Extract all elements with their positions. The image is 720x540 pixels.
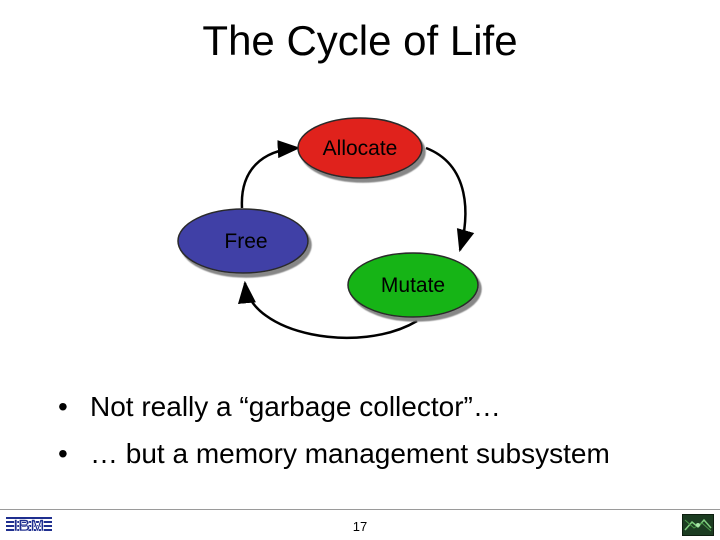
ibm-logo: IBM [6, 516, 52, 535]
bullet-text: … but a memory management subsystem [90, 438, 610, 469]
bullet-list: • Not really a “garbage collector”… • … … [58, 383, 708, 477]
node-free-label: Free [224, 230, 267, 253]
page-number: 17 [352, 519, 368, 534]
bullet-dot-icon: • [58, 438, 68, 469]
edge-free-to-allocate [240, 140, 301, 209]
edge-allocate-to-mutate [425, 146, 475, 253]
footer-divider [0, 509, 720, 510]
node-allocate: Allocate [297, 117, 423, 179]
node-allocate-label: Allocate [323, 137, 398, 160]
edge-mutate-to-free [238, 280, 418, 339]
ibm-logo-text: IBM [13, 516, 44, 535]
slide-title: The Cycle of Life [202, 17, 518, 64]
chip-icon [682, 514, 714, 536]
node-mutate: Mutate [347, 252, 479, 318]
node-mutate-label: Mutate [381, 274, 445, 297]
bullet-item: • Not really a “garbage collector”… [58, 383, 708, 430]
bullet-item: • … but a memory management subsystem [58, 430, 708, 477]
bullet-text: Not really a “garbage collector”… [90, 391, 501, 422]
node-free: Free [177, 208, 309, 274]
bullet-dot-icon: • [58, 391, 68, 422]
